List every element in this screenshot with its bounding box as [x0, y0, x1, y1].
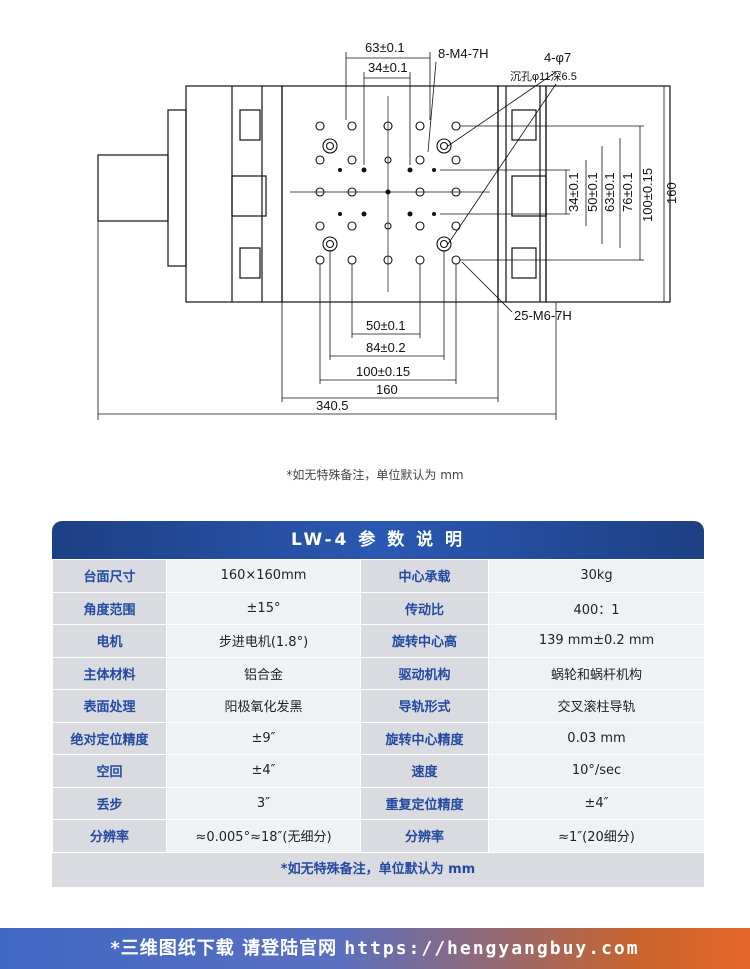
param-value: 139 mm±0.2 mm — [488, 624, 705, 658]
param-value: ±4″ — [166, 754, 361, 788]
unit-note: *如无特殊备注，单位默认为 mm — [286, 468, 464, 482]
param-label: 空回 — [52, 754, 167, 788]
param-value: 400：1 — [488, 591, 705, 625]
param-label: 传动比 — [360, 591, 489, 625]
dim-bottom-50: 50±0.1 — [366, 318, 406, 333]
callout-4-phi7: 4-φ7 — [544, 50, 571, 65]
dim-bottom-84: 84±0.2 — [366, 340, 406, 355]
param-value: ≈0.005°≈18″(无细分) — [166, 819, 361, 853]
param-label: 速度 — [360, 754, 489, 788]
dim-right-76: 76±0.1 — [620, 172, 635, 212]
body-left-block — [185, 85, 283, 303]
table-row: 主体材料铝合金驱动机构蜗轮和蜗杆机构 — [52, 656, 705, 690]
callout-8-m4: 8-M4-7H — [438, 46, 489, 61]
table-title: LW-4 参 数 说 明 — [52, 521, 704, 559]
param-label: 重复定位精度 — [360, 786, 489, 820]
param-value: ±4″ — [488, 786, 705, 820]
download-banner[interactable]: *三维图纸下载 请登陆官网 https://hengyangbuy.com — [0, 928, 750, 969]
table-row: 分辨率≈0.005°≈18″(无细分)分辨率≈1″(20细分) — [52, 819, 705, 853]
param-label: 台面尺寸 — [52, 559, 167, 593]
body-right-block — [497, 85, 547, 303]
param-label: 角度范围 — [52, 591, 167, 625]
technical-drawing-svg: 63±0.1 34±0.1 8-M4-7H 4-φ7 沉孔φ11深6.5 34±… — [97, 40, 679, 420]
param-value: 160×160mm — [166, 559, 361, 593]
table-note: *如无特殊备注，单位默认为 mm — [52, 852, 704, 887]
dim-bottom-340: 340.5 — [316, 398, 349, 413]
param-value: 阳极氧化发黑 — [166, 689, 361, 723]
table-top — [281, 85, 499, 303]
param-label: 电机 — [52, 624, 167, 658]
param-value: 步进电机(1.8°) — [166, 624, 361, 658]
table-row: 表面处理阳极氧化发黑导轨形式交叉滚柱导轨 — [52, 689, 705, 723]
param-label: 表面处理 — [52, 689, 167, 723]
param-label: 丢步 — [52, 786, 167, 820]
param-label: 旋转中心精度 — [360, 721, 489, 755]
param-label: 绝对定位精度 — [52, 721, 167, 755]
dim-bottom-100: 100±0.15 — [356, 364, 410, 379]
dim-right-160: 160 — [664, 182, 679, 204]
banner-text: *三维图纸下载 请登陆官网 — [110, 938, 345, 959]
param-value: 10°/sec — [488, 754, 705, 788]
technical-drawing: 63±0.1 34±0.1 8-M4-7H 4-φ7 沉孔φ11深6.5 34±… — [0, 0, 750, 440]
param-value: 蜗轮和蜗杆机构 — [488, 656, 705, 690]
dim-right-63: 63±0.1 — [602, 172, 617, 212]
motor-housing — [97, 154, 169, 222]
param-value: ≈1″(20细分) — [488, 819, 705, 853]
param-label: 主体材料 — [52, 656, 167, 690]
param-value: ±15° — [166, 591, 361, 625]
dim-right-34: 34±0.1 — [566, 172, 581, 212]
param-value: 3″ — [166, 786, 361, 820]
callout-counterbore: 沉孔φ11深6.5 — [510, 70, 577, 83]
dim-34: 34±0.1 — [368, 60, 408, 75]
param-label: 分辨率 — [52, 819, 167, 853]
param-label: 旋转中心高 — [360, 624, 489, 658]
dim-bottom-160: 160 — [376, 382, 398, 397]
param-value: 30kg — [488, 559, 705, 593]
param-label: 驱动机构 — [360, 656, 489, 690]
website-link[interactable]: https://hengyangbuy.com — [344, 938, 640, 959]
motor-flange — [167, 109, 187, 267]
param-label: 中心承载 — [360, 559, 489, 593]
callout-25-m6: 25-M6-7H — [514, 308, 572, 323]
dim-right-50: 50±0.1 — [585, 172, 600, 212]
param-value: 铝合金 — [166, 656, 361, 690]
param-value: ±9″ — [166, 721, 361, 755]
param-value: 0.03 mm — [488, 721, 705, 755]
param-label: 导轨形式 — [360, 689, 489, 723]
dim-right-100: 100±0.15 — [640, 168, 655, 222]
param-value: 交叉滚柱导轨 — [488, 689, 705, 723]
dim-63: 63±0.1 — [365, 40, 405, 55]
param-label: 分辨率 — [360, 819, 489, 853]
